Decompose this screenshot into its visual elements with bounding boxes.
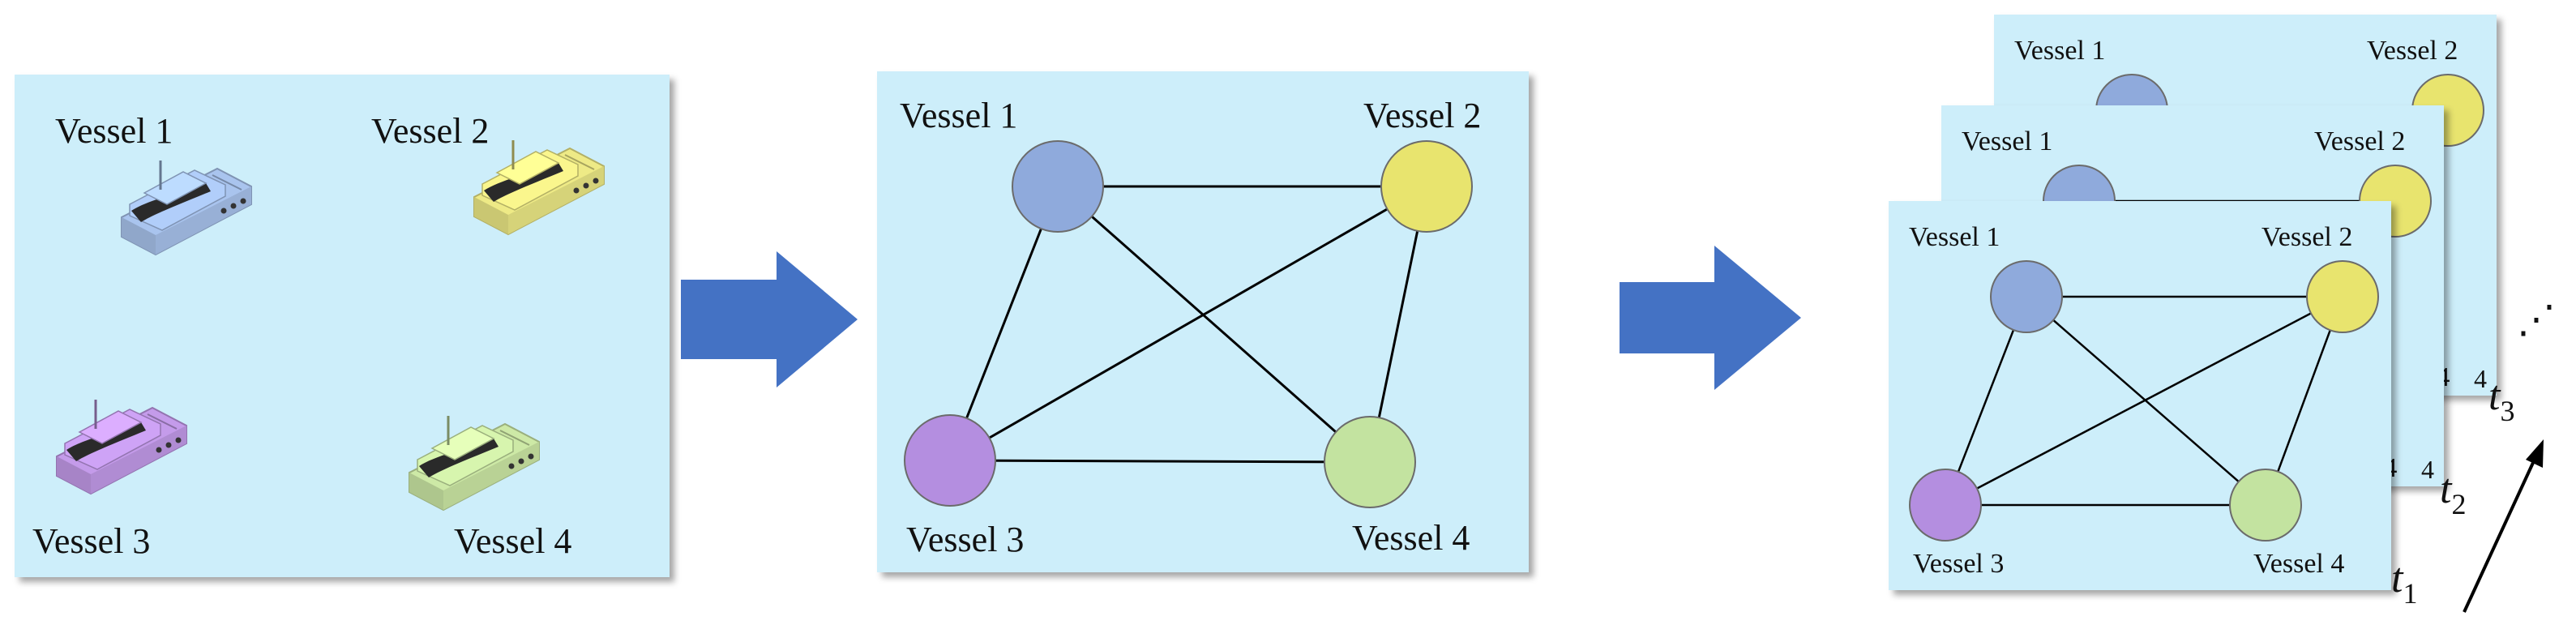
ship-icon-2 <box>473 140 605 236</box>
graph-edge <box>1057 185 1371 464</box>
ship-icon-1 <box>121 161 252 256</box>
frame-3-edge <box>1945 295 2343 507</box>
frame-3-edge <box>1944 296 2028 506</box>
frame-2-label-2: Vessel 2 <box>2314 126 2405 156</box>
graph-edge <box>949 459 1371 464</box>
frame-3-node-4 <box>2229 469 2302 542</box>
frame-3-label-1: Vessel 1 <box>1909 222 2000 252</box>
time-axis-arrow <box>2463 453 2539 613</box>
time-label-t3: t3 <box>2488 373 2514 427</box>
graph-edge <box>948 186 1059 461</box>
continuation-dots: ⋰ <box>2517 298 2556 341</box>
time-label-t2: t2 <box>2440 466 2466 520</box>
ships-panel: Vessel 1 Vessel 2 Vessel 3 Vessel 4 <box>15 75 670 577</box>
graph-nodes <box>904 140 1473 508</box>
frame-3-label-4: Vessel 4 <box>2253 549 2344 579</box>
graph-node-2 <box>1380 140 1473 233</box>
graph-label-1: Vessel 1 <box>900 96 1017 135</box>
temporal-stack: Vessel 1 Vessel 2 Vessel 3 Vessel 4 4 Vessel … <box>1889 15 2556 613</box>
graph-label-4: Vessel 4 <box>1352 518 1470 558</box>
frame-3-label-2: Vessel 2 <box>2261 222 2352 252</box>
ship-label-4: Vessel 4 <box>454 521 571 561</box>
frame-3-node-2 <box>2306 260 2379 333</box>
graph-node-4 <box>1324 416 1416 508</box>
frame-2-partial-label: 4 <box>2421 455 2434 484</box>
frame-2-label-1: Vessel 1 <box>1962 126 2052 156</box>
time-frame-3: Vessel 1 Vessel 2 Vessel 3 Vessel 4 <box>1889 201 2391 590</box>
graph-label-2: Vessel 2 <box>1363 96 1481 135</box>
ship-label-2: Vessel 2 <box>371 111 489 151</box>
ship-label-3: Vessel 3 <box>32 521 150 561</box>
ship-icon-3 <box>56 400 187 495</box>
frame-1-label-1: Vessel 1 <box>2014 36 2105 66</box>
right-arrow-icon <box>1620 246 1801 390</box>
graph-panel: Vessel 1 Vessel 2 Vessel 3 Vessel 4 <box>877 71 1529 572</box>
frame-3-node-3 <box>1909 469 1982 542</box>
time-axis-arrowhead-icon <box>2526 439 2544 468</box>
graph-edge <box>1368 186 1428 463</box>
time-label-t1: t1 <box>2391 555 2417 610</box>
frame-1-label-2: Vessel 2 <box>2367 36 2458 66</box>
frame-3-label-3: Vessel 3 <box>1913 549 2004 579</box>
right-arrow-icon <box>681 251 858 387</box>
graph-edges <box>948 185 1428 464</box>
graph-node-1 <box>1012 140 1104 233</box>
graph-edge <box>949 185 1427 462</box>
frame-1-partial-label: 4 <box>2474 364 2487 393</box>
graph-node-3 <box>904 414 996 507</box>
graph-label-3: Vessel 3 <box>906 520 1024 559</box>
ship-icon-4 <box>409 416 540 512</box>
frame-3-edge <box>2264 296 2344 506</box>
frame-3-node-1 <box>1990 260 2063 333</box>
ship-label-1: Vessel 1 <box>55 111 173 151</box>
